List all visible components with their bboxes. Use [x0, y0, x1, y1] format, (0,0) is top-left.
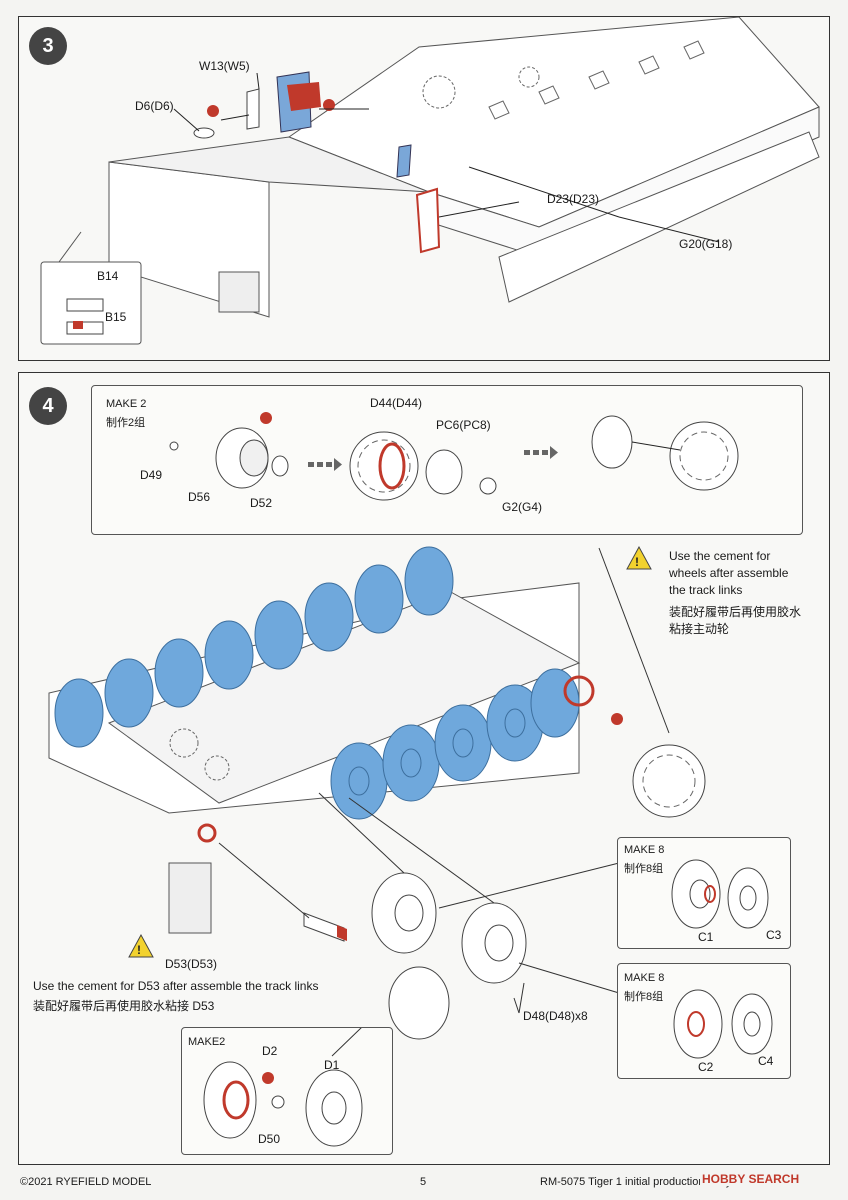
- footer-page-number: 5: [420, 1176, 427, 1188]
- label-d48: D48(D48)x8: [523, 1009, 588, 1023]
- step-number-badge: 4: [29, 387, 67, 425]
- step-3-panel: 3: [18, 16, 830, 361]
- label-g2: G2(G4): [502, 500, 543, 514]
- step-number-badge: 3: [29, 27, 67, 65]
- label-d50: D50: [258, 1132, 281, 1146]
- hull-rear-drawing: [40, 17, 820, 345]
- make-count: MAKE 8: [624, 972, 665, 984]
- label-pc6: PC6(PC8): [436, 418, 491, 432]
- idler-box: MAKE2 D2 D1 D50: [181, 1027, 393, 1155]
- svg-text:!: !: [635, 555, 639, 569]
- label-d53: D53(D53): [165, 957, 218, 971]
- make-count-cn: 制作8组: [624, 863, 664, 875]
- watermark-logo: HOBBY SEARCH: [700, 1172, 802, 1186]
- label-d6: D6(D6): [135, 99, 174, 113]
- footer-product: RM-5075 Tiger 1 initial production early…: [540, 1176, 752, 1188]
- svg-text:!: !: [137, 943, 141, 957]
- step-4-panel: 4 MA: [18, 372, 830, 1165]
- label-d1: D1: [324, 1058, 340, 1072]
- running-gear-drawing: ! !: [48, 545, 706, 1040]
- label-d49: D49: [140, 468, 163, 482]
- label-d2: D2: [262, 1044, 278, 1058]
- make-count-cn: 制作2组: [106, 417, 146, 429]
- sprocket-note-line3: the track links: [669, 583, 743, 597]
- label-d52: D52: [250, 496, 273, 510]
- sprocket-subassembly-box: MAKE 2 制作2组 D49 D56 D52 D44(D44) PC6(PC8…: [91, 385, 803, 535]
- label-b14: B14: [97, 269, 119, 283]
- label-d44: D44(D44): [370, 396, 423, 410]
- label-c2: C2: [698, 1060, 714, 1074]
- label-c4: C4: [758, 1054, 774, 1068]
- make-count: MAKE 2: [106, 398, 147, 410]
- label-c1: C1: [698, 930, 714, 944]
- label-d23: D23(D23): [547, 192, 600, 206]
- idler-note-en: Use the cement for D53 after assemble th…: [33, 979, 319, 993]
- label-d56: D56: [188, 490, 211, 504]
- make-count: MAKE2: [188, 1036, 226, 1048]
- sprocket-assembly-drawing: [169, 412, 739, 501]
- idler-note-cn: 装配好履带后再使用胶水粘接 D53: [33, 999, 215, 1013]
- wheels-a-box: MAKE 8 制作8组 C1 C3: [617, 837, 791, 949]
- label-b15: B15: [105, 310, 127, 324]
- footer-copyright: ©2021 RYEFIELD MODEL: [20, 1176, 152, 1188]
- label-g20: G20(G18): [679, 237, 733, 251]
- make-count: MAKE 8: [624, 844, 665, 856]
- make-count-cn: 制作8组: [624, 991, 664, 1003]
- sprocket-note-cn2: 粘接主动轮: [669, 622, 730, 636]
- sprocket-note-line1: Use the cement for: [669, 549, 771, 563]
- wheels-b-box: MAKE 8 制作8组 C2 C4: [617, 963, 791, 1079]
- sprocket-note-cn1: 装配好履带后再使用胶水: [669, 605, 802, 619]
- label-c3: C3: [766, 928, 782, 942]
- label-w13: W13(W5): [199, 59, 250, 73]
- sprocket-note-line2: wheels after assemble: [669, 566, 789, 580]
